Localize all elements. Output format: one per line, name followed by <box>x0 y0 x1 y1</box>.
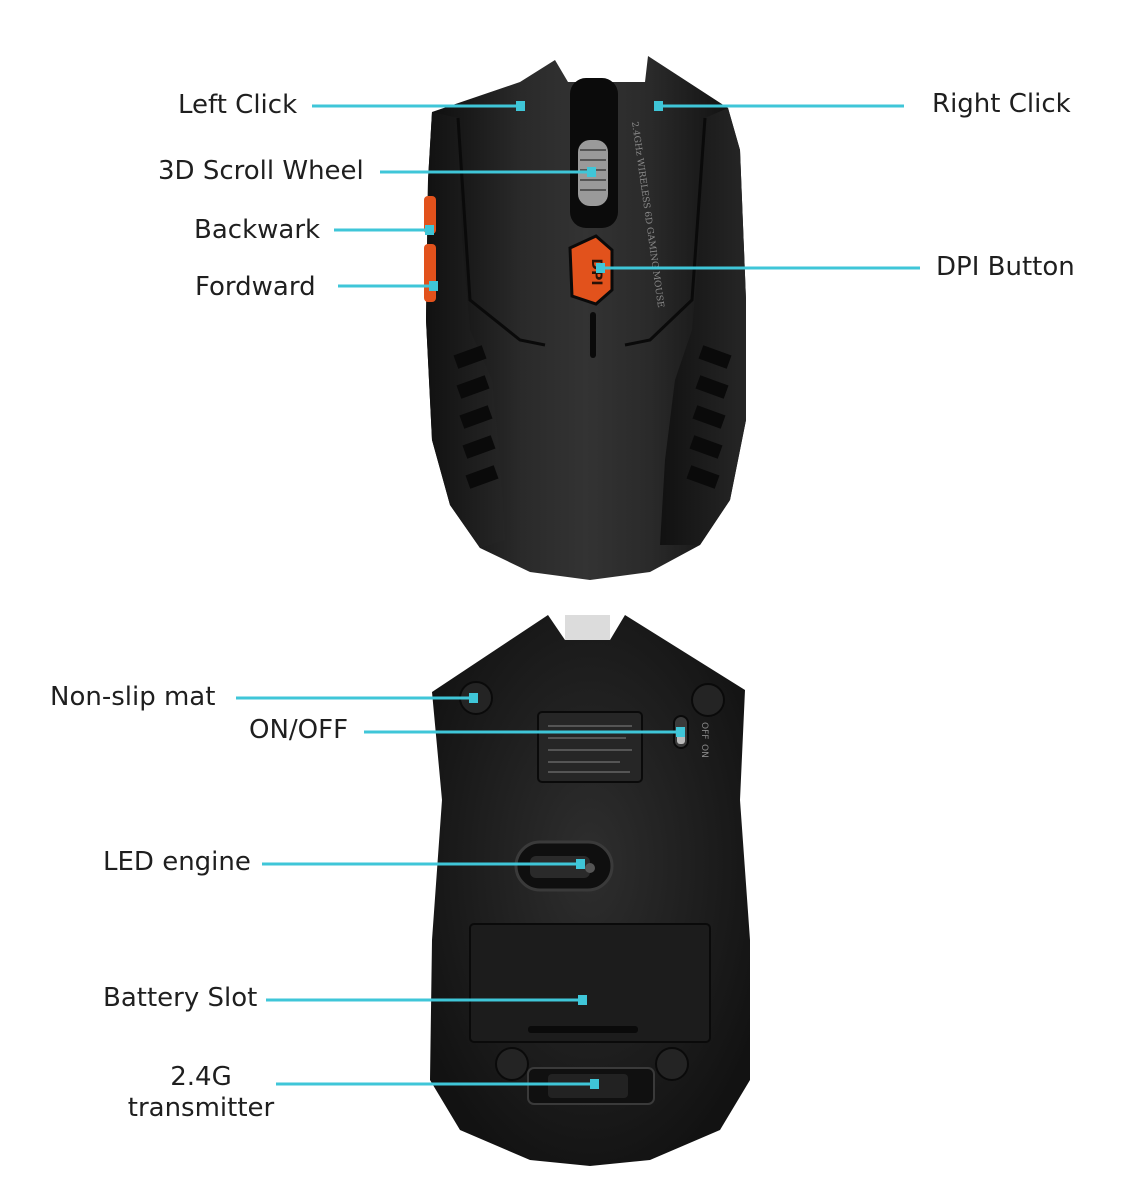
switch-off-label: OFF <box>699 722 709 739</box>
left-button-seam <box>456 117 546 347</box>
mouse-top-indicator-slot <box>590 312 596 358</box>
label-backward: Backwark <box>194 215 321 245</box>
label-transmitter-line1: 2.4G <box>170 1062 232 1092</box>
label-left-click: Left Click <box>178 90 298 120</box>
label-led-engine: LED engine <box>103 847 251 877</box>
mouse-bottom-notch <box>565 615 610 640</box>
label-non-slip-mat: Non-slip mat <box>50 682 216 712</box>
led-sensor-lens <box>585 863 595 873</box>
led-sensor-window <box>530 856 590 878</box>
mouse-top-body <box>426 56 746 580</box>
left-grip-ridges <box>453 345 499 489</box>
battery-cover-slot <box>528 1026 638 1033</box>
label-transmitter-line2: transmitter <box>127 1093 275 1123</box>
product-label-plate <box>537 711 643 783</box>
label-battery-slot: Battery Slot <box>103 983 258 1013</box>
right-button-seam <box>624 117 707 347</box>
switch-on-label: ON <box>699 744 709 758</box>
forward-side-button <box>424 244 436 302</box>
label-on-off: ON/OFF <box>249 715 349 745</box>
backward-side-button <box>424 196 436 234</box>
product-label-lines <box>548 725 632 773</box>
label-dpi-button: DPI Button <box>936 252 1075 282</box>
non-slip-pad-bottom-left <box>495 1047 529 1081</box>
mouse-top-view: DPI 2.4GHz WIRELESS 6D GAMING MOUSE <box>424 56 746 580</box>
usb-transmitter <box>548 1074 628 1098</box>
label-right-click: Right Click <box>932 89 1071 119</box>
non-slip-pad-top-right <box>691 683 725 717</box>
right-grip-ridges <box>686 345 732 489</box>
mouse-right-side-panel <box>660 108 746 545</box>
label-scroll-wheel: 3D Scroll Wheel <box>158 156 364 186</box>
scroll-wheel-treads <box>580 149 606 191</box>
battery-cover <box>469 923 711 1043</box>
callout-lines <box>236 101 920 1089</box>
non-slip-pad-bottom-right <box>655 1047 689 1081</box>
dpi-button <box>568 234 614 306</box>
mouse-bottom-view: ON OFF <box>430 615 750 1166</box>
label-forward: Fordward <box>195 272 316 302</box>
